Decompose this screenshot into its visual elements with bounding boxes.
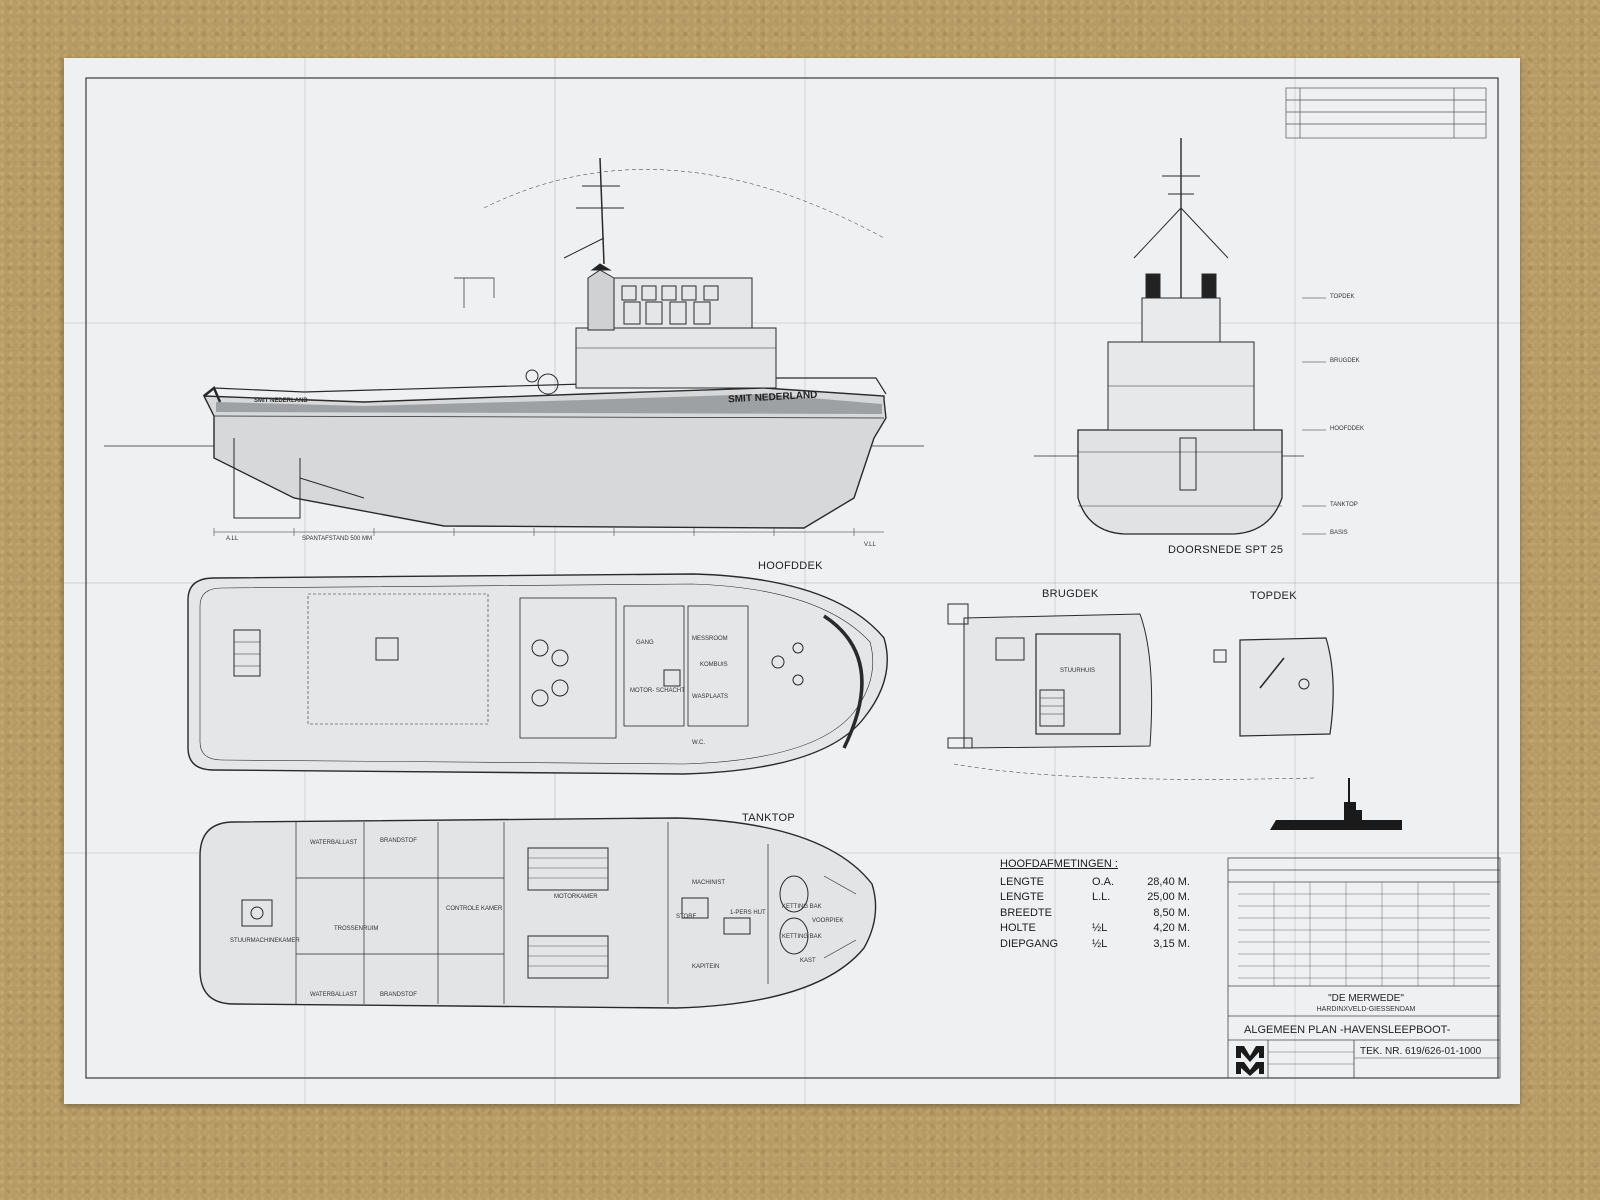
room-label: MOTORKAMER xyxy=(554,894,598,900)
drawing-linework xyxy=(85,77,1501,1079)
room-label: STORE xyxy=(676,914,697,920)
dimension-name: DIEPGANG xyxy=(1000,937,1059,950)
hoofddek-title: HOOFDDEK xyxy=(758,560,823,572)
room-label: MOTOR- SCHACHT xyxy=(630,688,685,694)
main-deck-plan xyxy=(187,573,888,775)
cross-section-view xyxy=(1034,138,1326,535)
dimension-qualifier: ½L xyxy=(1092,922,1108,935)
drawing-sheet: SMIT NEDERLAND SMIT NEDERLAND SPANTAFSTA… xyxy=(64,58,1520,1104)
dimension-row: LENGTE L.L. 25,00 M. xyxy=(1000,890,1190,906)
title-block-firm: "DE MERWEDE" xyxy=(1328,993,1404,1004)
revision-block xyxy=(1285,87,1487,139)
title-block-place: HARDINXVELD-GIESSENDAM xyxy=(1316,1006,1416,1013)
tug-profile-view xyxy=(104,157,924,536)
brugdek-title: BRUGDEK xyxy=(1042,588,1099,600)
level-hoofddek: HOOFDDEK xyxy=(1330,426,1365,432)
room-label: KETTING BAK xyxy=(782,934,822,940)
room-label: 1-PERS HUT xyxy=(730,910,766,916)
dimension-value: 25,00 M. xyxy=(1147,891,1190,904)
room-label: WATERBALLAST xyxy=(310,992,358,998)
room-label: WASPLAATS xyxy=(692,694,729,700)
dimension-qualifier: ½L xyxy=(1092,937,1108,950)
stern-name-label: SMIT NEDERLAND xyxy=(254,398,308,404)
level-brugdek: BRUGDEK xyxy=(1330,358,1360,364)
dimension-row: HOLTE ½L 4,20 M. xyxy=(1000,921,1190,937)
dimension-row: BREEDTE 8,50 M. xyxy=(1000,905,1190,921)
dimension-name: BREEDTE xyxy=(1000,906,1052,919)
tug-silhouette xyxy=(1270,778,1402,830)
dimensions-heading: HOOFDAFMETINGEN : xyxy=(1000,858,1118,870)
dimension-value: 28,40 M. xyxy=(1147,875,1190,888)
room-label: W.C. xyxy=(692,740,705,746)
tank-top-plan xyxy=(199,817,877,1009)
dimension-qualifier: O.A. xyxy=(1092,875,1115,888)
main-dimensions-table: HOOFDAFMETINGEN : LENGTE O.A. 28,40 M. L… xyxy=(1000,858,1190,952)
room-label: TROSSENRUIM xyxy=(334,926,379,932)
room-label: KAST xyxy=(800,958,816,964)
dimension-qualifier: L.L. xyxy=(1092,891,1111,904)
room-label: BRANDSTOF xyxy=(380,992,417,998)
level-tanktop: TANKTOP xyxy=(1330,502,1358,508)
title-block-title: ALGEMEEN PLAN -HAVENSLEEPBOOT- xyxy=(1244,1024,1451,1036)
room-label: KAPITEIN xyxy=(692,964,720,970)
dimension-name: LENGTE xyxy=(1000,891,1045,904)
dimension-value: 8,50 M. xyxy=(1153,906,1190,919)
room-label: STUURMACHINEKAMER xyxy=(230,938,300,944)
level-basis: BASIS xyxy=(1330,530,1348,536)
room-label: MESSROOM xyxy=(692,636,728,642)
room-label: VOORPIEK xyxy=(812,918,844,924)
fwd-mark-label: V.LL xyxy=(864,542,876,548)
title-block-drawing-number: TEK. NR. 619/626-01-1000 xyxy=(1360,1046,1482,1057)
room-label: CONTROLE KAMER xyxy=(446,906,503,912)
dimension-value: 4,20 M. xyxy=(1153,922,1190,935)
room-label: GANG xyxy=(636,640,654,646)
section-title: DOORSNEDE SPT 25 xyxy=(1168,544,1284,556)
topdek-title: TOPDEK xyxy=(1250,590,1297,602)
dimension-name: HOLTE xyxy=(1000,922,1036,935)
room-label: BRANDSTOF xyxy=(380,838,417,844)
title-block xyxy=(1227,857,1501,1079)
room-label: MACHINIST xyxy=(692,880,725,886)
room-label: WATERBALLAST xyxy=(310,840,358,846)
dimension-row: DIEPGANG ½L 3,15 M. xyxy=(1000,936,1190,952)
dimension-name: LENGTE xyxy=(1000,875,1045,888)
room-label: KOMBUIS xyxy=(700,662,728,668)
top-deck-plan xyxy=(1213,637,1334,737)
de-merwede-logo-icon xyxy=(1236,1046,1264,1076)
aft-mark-label: A.LL xyxy=(226,536,239,542)
level-topdek: TOPDEK xyxy=(1330,294,1355,300)
tanktop-title: TANKTOP xyxy=(742,812,796,824)
room-label: STUURHUIS xyxy=(1060,668,1096,674)
dimension-row: LENGTE O.A. 28,40 M. xyxy=(1000,874,1190,890)
frame-spacing-label: SPANTAFSTAND 500 MM xyxy=(302,536,373,542)
bridge-deck-plan xyxy=(947,603,1315,780)
dimension-value: 3,15 M. xyxy=(1153,937,1190,950)
room-label: KETTING BAK xyxy=(782,904,822,910)
